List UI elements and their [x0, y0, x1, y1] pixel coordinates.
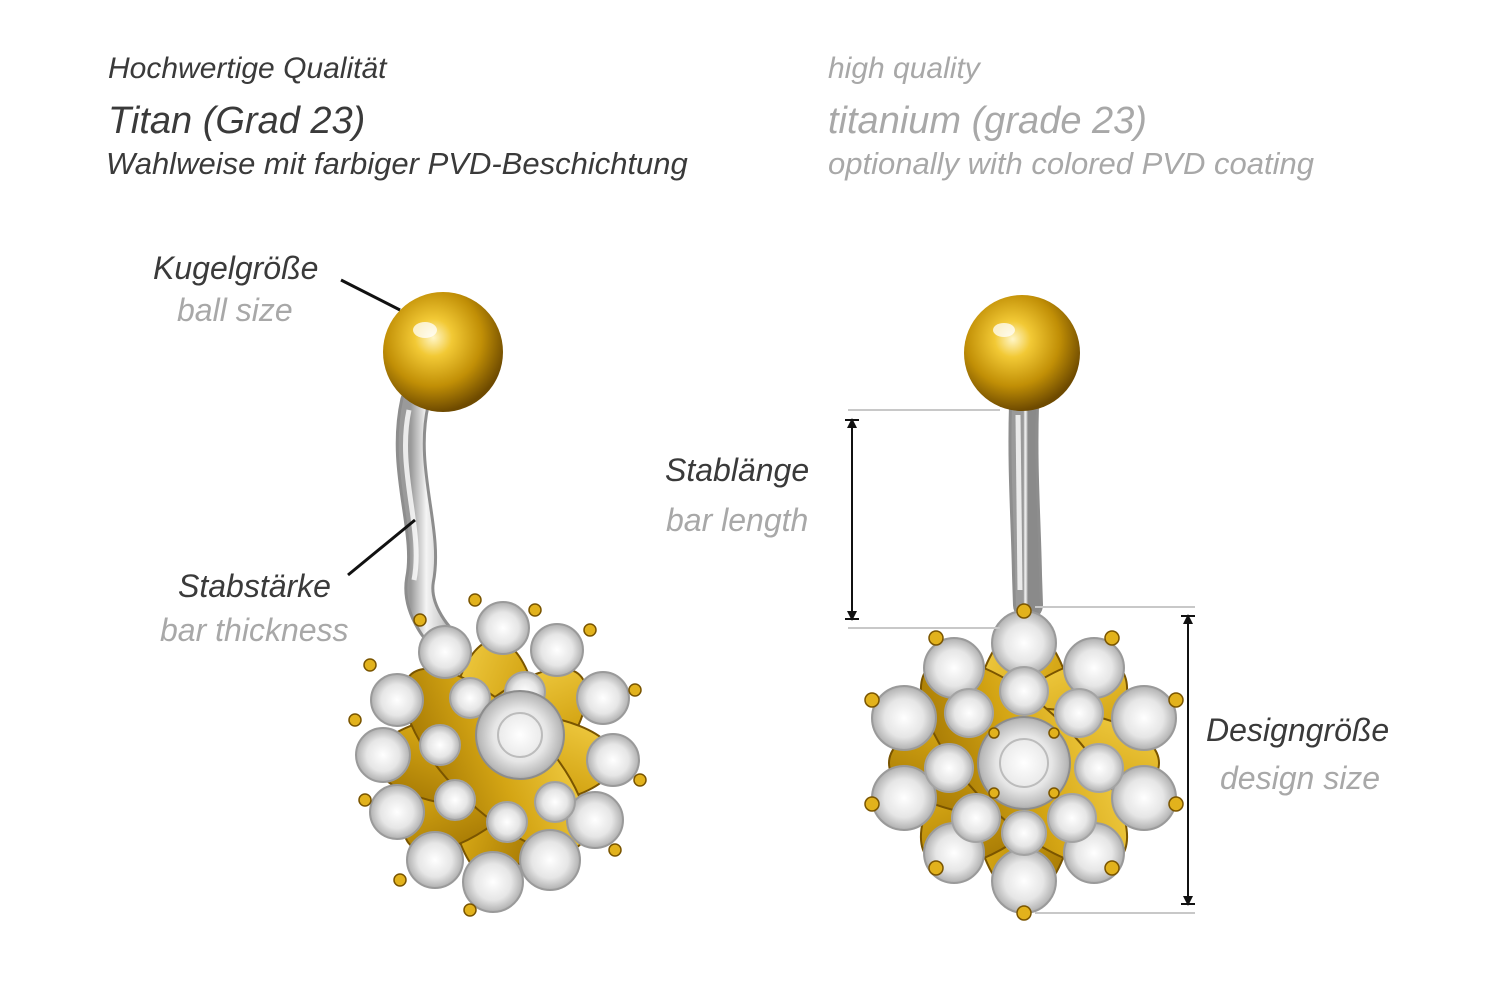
- left-center-gem: [475, 690, 565, 780]
- ball-size-pointer: [340, 278, 401, 312]
- design-size-label-en: design size: [1220, 760, 1381, 796]
- header-coating-en: optionally with colored PVD coating: [828, 146, 1314, 181]
- left-piercing: [340, 278, 647, 917]
- design-size-dimension: [1035, 606, 1195, 914]
- header-material-en: titanium (grade 23): [828, 100, 1147, 142]
- header-quality-en: high quality: [828, 52, 980, 85]
- right-center-gem: [977, 716, 1071, 810]
- bar-thickness-pointer: [347, 518, 416, 577]
- right-piercing: [845, 295, 1195, 921]
- ball-size-label-en: ball size: [177, 292, 293, 328]
- bar-length-label-en: bar length: [666, 502, 809, 538]
- bar-length-label-de: Stablänge: [665, 452, 810, 488]
- bar-thickness-label-en: bar thickness: [160, 612, 349, 648]
- header-material-de: Titan (Grad 23): [108, 100, 366, 142]
- right-ball: [964, 295, 1080, 411]
- bar-thickness-label-de: Stabstärke: [178, 568, 331, 604]
- header-coating-de: Wahlweise mit farbiger PVD-Beschichtung: [106, 146, 688, 181]
- design-size-label-de: Designgröße: [1206, 712, 1390, 748]
- ball-size-label-de: Kugelgröße: [153, 250, 319, 286]
- left-ball: [383, 292, 503, 412]
- bar-length-dimension: [845, 409, 1000, 629]
- header-quality-de: Hochwertige Qualität: [108, 52, 387, 85]
